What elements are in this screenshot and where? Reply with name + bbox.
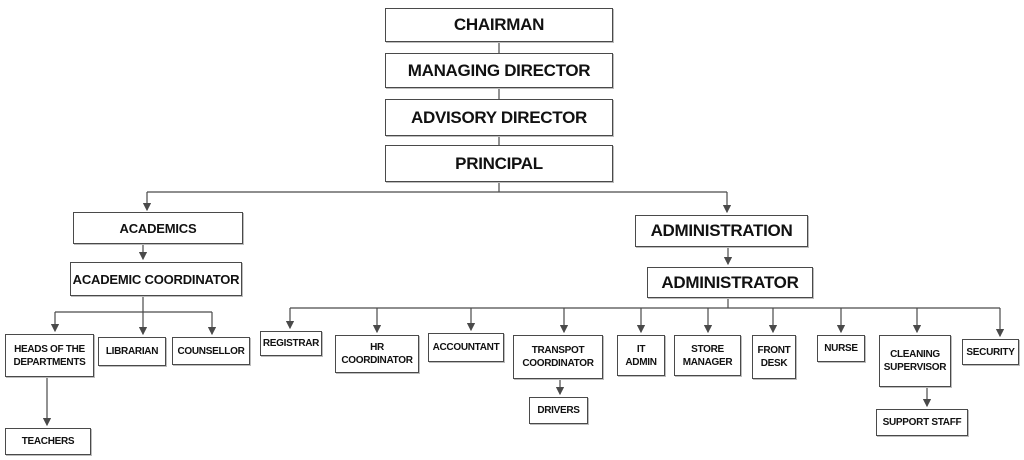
transport-coordinator-box: TRANSPOT COORDINATOR	[513, 335, 603, 379]
drivers-box: DRIVERS	[529, 397, 588, 424]
cleaning-supervisor-box: CLEANING SUPERVISOR	[879, 335, 951, 387]
advisory-director-box: ADVISORY DIRECTOR	[385, 99, 613, 136]
principal-box: PRINCIPAL	[385, 145, 613, 182]
security-box: SECURITY	[962, 339, 1019, 365]
academics-box: ACADEMICS	[73, 212, 243, 244]
chairman-box: CHAIRMAN	[385, 8, 613, 42]
academic-coordinator-box: ACADEMIC COORDINATOR	[70, 262, 242, 296]
heads-of-departments-box: HEADS OF THE DEPARTMENTS	[5, 334, 94, 377]
front-desk-box: FRONT DESK	[752, 335, 796, 379]
nurse-box: NURSE	[817, 335, 865, 362]
administration-box: ADMINISTRATION	[635, 215, 808, 247]
teachers-box: TEACHERS	[5, 428, 91, 455]
administrator-box: ADMINISTRATOR	[647, 267, 813, 298]
registrar-box: REGISTRAR	[260, 331, 322, 356]
managing-director-box: MANAGING DIRECTOR	[385, 53, 613, 88]
accountant-box: ACCOUNTANT	[428, 333, 504, 362]
support-staff-box: SUPPORT STAFF	[876, 409, 968, 436]
it-admin-box: IT ADMIN	[617, 335, 665, 376]
librarian-box: LIBRARIAN	[98, 337, 166, 366]
counsellor-box: COUNSELLOR	[172, 337, 250, 365]
store-manager-box: STORE MANAGER	[674, 335, 741, 376]
hr-coordinator-box: HR COORDINATOR	[335, 335, 419, 373]
